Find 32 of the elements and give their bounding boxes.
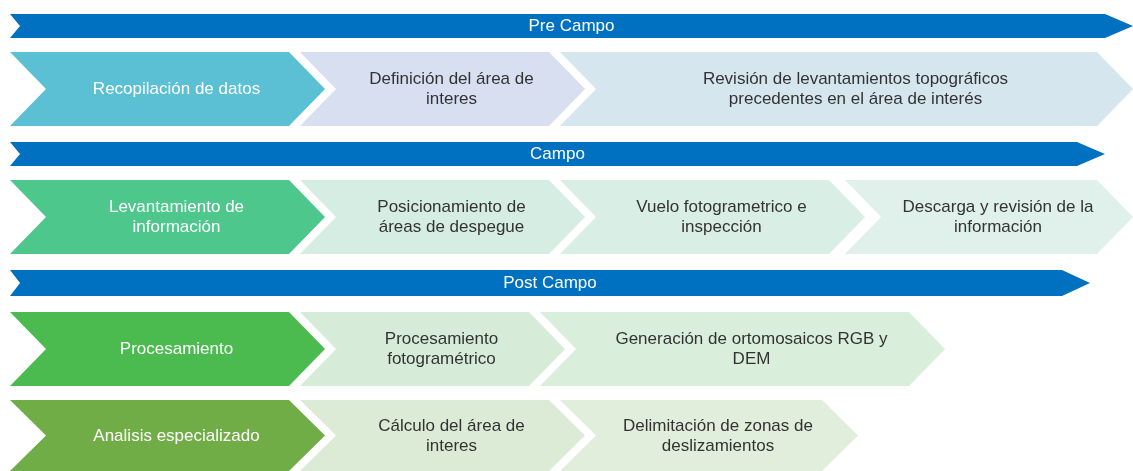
process-step-shape <box>300 400 585 471</box>
step-text: Definición del área de interes <box>368 69 535 109</box>
phase-title: Campo <box>530 144 585 164</box>
step-text: Revisión de levantamientos topográficos precedentes en el área de interés <box>701 69 1010 109</box>
step-text: Vuelo fotogrametrico e inspección <box>635 197 808 237</box>
step-text: Analisis especializado <box>93 425 260 446</box>
phase-banner <box>10 270 1090 296</box>
step-text: Levantamiento de información <box>107 197 246 237</box>
step-text: Procesamiento <box>119 339 234 359</box>
process-step-shape <box>10 180 325 254</box>
step-text: Procesamiento fotogramétrico <box>383 329 500 369</box>
process-step-shape <box>300 312 565 386</box>
step-text: Delimitación de zonas de deslizamientos <box>622 415 814 456</box>
phase-banner <box>10 142 1105 166</box>
process-step-shape <box>10 312 325 386</box>
phase-banner <box>10 14 1133 38</box>
step-text: Recopilación de datos <box>92 79 261 99</box>
process-step-shape <box>560 180 865 254</box>
process-step-shape <box>300 52 585 126</box>
phase-title: Pre Campo <box>528 16 615 36</box>
step-text: Generación de ortomosaicos RGB y DEM <box>614 329 889 369</box>
step-text: Descarga y revisión de la información <box>901 197 1095 237</box>
process-step-shape <box>10 400 325 471</box>
process-step-shape <box>560 400 858 471</box>
step-text: Posicionamiento de áreas de despegue <box>376 197 527 237</box>
process-step-shape <box>540 312 945 386</box>
step-text: Cálculo del área de interes <box>377 415 526 456</box>
process-step-shape <box>845 180 1133 254</box>
process-step-shape <box>300 180 585 254</box>
phase-title: Post Campo <box>503 273 597 293</box>
process-step-shape <box>10 52 325 126</box>
process-step-shape <box>560 52 1133 126</box>
